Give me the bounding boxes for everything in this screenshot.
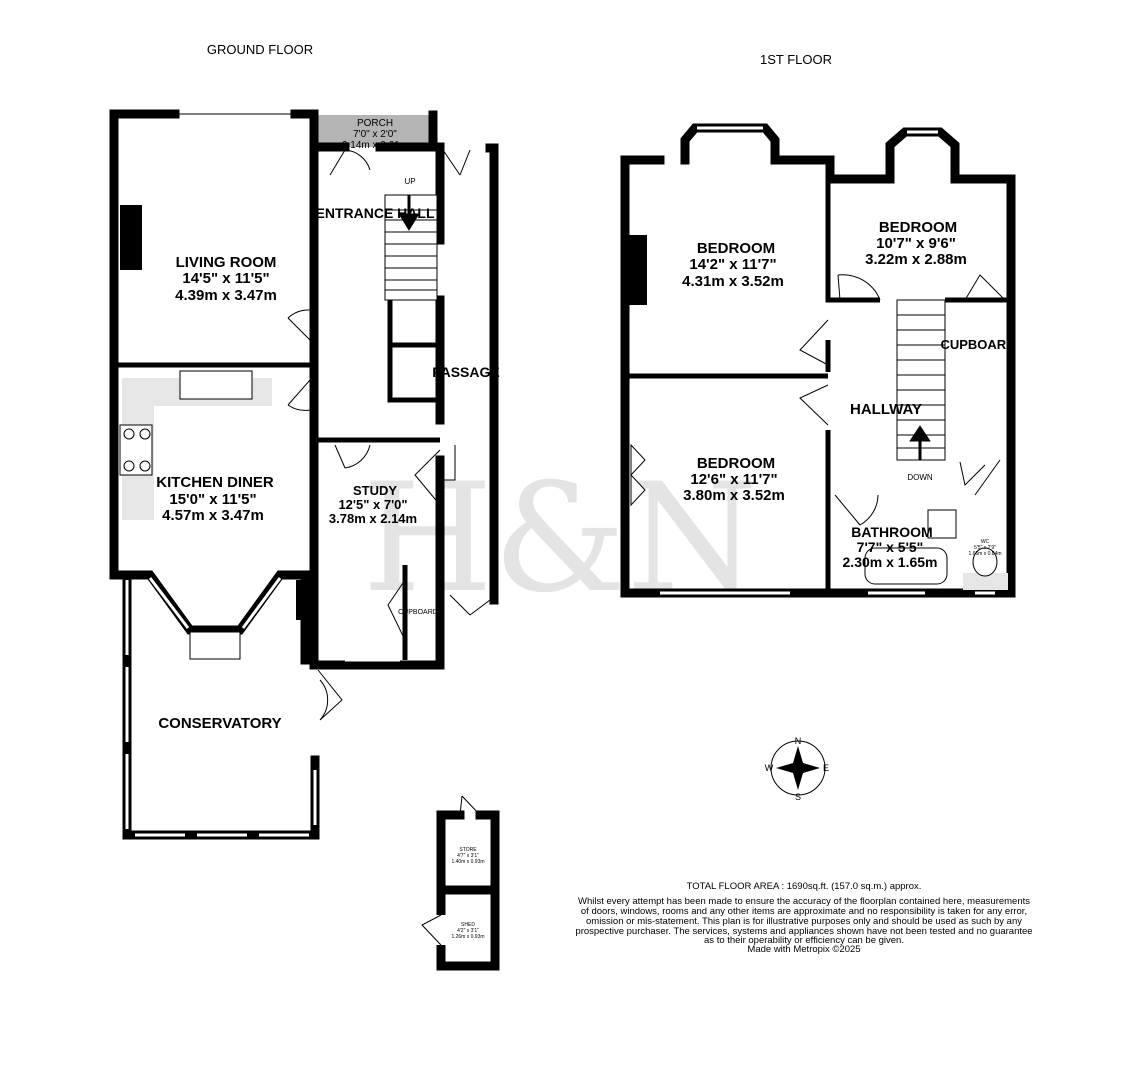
total-floor-area: TOTAL FLOOR AREA : 1690sq.ft. (157.0 sq.… bbox=[687, 881, 922, 892]
landing-cupboard-door[interactable] bbox=[959, 461, 986, 487]
cupboard-name: CUPBOARD bbox=[398, 609, 438, 616]
first-stairs-label: DOWN bbox=[907, 473, 933, 482]
store-shed-walls bbox=[436, 810, 500, 971]
basin-icon bbox=[927, 509, 957, 539]
bedroom1-name: BEDROOM bbox=[697, 240, 775, 257]
first-stairs bbox=[896, 299, 946, 461]
bedroom3-imperial: 12'6" x 11'7" bbox=[690, 471, 777, 488]
bedroom3-metric: 3.80m x 3.52m bbox=[683, 487, 785, 504]
bathroom-metric: 2.30m x 1.65m bbox=[843, 554, 938, 570]
cupboard-door[interactable] bbox=[964, 274, 1006, 301]
shed-imperial: 4'2" x 3'1" bbox=[457, 928, 479, 934]
study-metric: 3.78m x 2.14m bbox=[329, 511, 417, 526]
conservatory-name: CONSERVATORY bbox=[158, 715, 281, 732]
disclaimer-line: of doors, windows, rooms and any other i… bbox=[581, 906, 1027, 917]
porch-door[interactable] bbox=[329, 149, 371, 176]
living-room-imperial: 14'5" x 11'5" bbox=[182, 270, 269, 287]
compass-icon: N E S W bbox=[765, 736, 829, 802]
hallway-name: HALLWAY bbox=[850, 401, 922, 418]
store-metric: 1.40m x 0.93m bbox=[451, 859, 484, 865]
wc-metric: 1.66m x 0.84m bbox=[968, 551, 1001, 557]
porch-name: PORCH bbox=[357, 118, 393, 129]
cupboard-name: CUPBOARD bbox=[940, 337, 1015, 352]
bedroom2-name: BEDROOM bbox=[879, 219, 957, 236]
hob-icon bbox=[119, 424, 153, 476]
wc-name: WC bbox=[981, 539, 990, 545]
study-imperial: 12'5" x 7'0" bbox=[338, 497, 407, 512]
bedroom1-imperial: 14'2" x 11'7" bbox=[689, 256, 776, 273]
porch-imperial: 7'0" x 2'0" bbox=[353, 129, 397, 140]
bedroom1-metric: 4.31m x 3.52m bbox=[682, 273, 784, 290]
kitchen-name: KITCHEN DINER bbox=[156, 474, 274, 491]
disclaimer-line: as to their operability or efficiency ca… bbox=[704, 935, 904, 946]
disclaimer-line: omission or mis-statement. This plan is … bbox=[586, 916, 1022, 927]
living-room-door[interactable] bbox=[287, 309, 311, 341]
ground-stairs-label: UP bbox=[404, 177, 415, 186]
toilet-icon bbox=[972, 547, 998, 577]
conservatory-walls bbox=[122, 570, 320, 840]
compass-south: S bbox=[795, 792, 801, 802]
cupboard-door[interactable] bbox=[387, 579, 406, 641]
kitchen-metric: 4.57m x 3.47m bbox=[162, 507, 264, 524]
bathroom-name: BATHROOM bbox=[851, 524, 932, 540]
shed-name: SHED bbox=[461, 922, 475, 928]
study-name: STUDY bbox=[353, 483, 397, 498]
bedroom2-door[interactable] bbox=[837, 274, 881, 301]
passage-exit-door[interactable] bbox=[449, 594, 491, 616]
bathroom-imperial: 7'7" x 5'5" bbox=[857, 539, 924, 555]
bedroom1-door[interactable] bbox=[799, 319, 829, 366]
ground-stairs bbox=[384, 194, 438, 301]
first-floor-title: 1ST FLOOR bbox=[760, 52, 832, 67]
disclaimer-line: prospective purchaser. The services, sys… bbox=[575, 926, 1032, 937]
passage-name: PASSAGE bbox=[432, 364, 499, 380]
entrance-hall-name: ENTRANCE HALL bbox=[316, 205, 435, 221]
disclaimer-line: Whilst every attempt has been made to en… bbox=[578, 896, 1030, 907]
compass-north: N bbox=[795, 736, 802, 746]
living-room-metric: 4.39m x 3.47m bbox=[175, 287, 277, 304]
shed-metric: 1.26m x 0.93m bbox=[451, 934, 484, 940]
sink-icon bbox=[179, 370, 253, 400]
compass-east: E bbox=[823, 763, 829, 773]
bedroom3-door[interactable] bbox=[799, 384, 829, 426]
wc-imperial: 5'5" x 2'9" bbox=[974, 545, 996, 551]
bedroom2-metric: 3.22m x 2.88m bbox=[865, 251, 967, 268]
ground-floor-title: GROUND FLOOR bbox=[207, 42, 313, 57]
passage-entrance-door[interactable] bbox=[442, 149, 471, 176]
porch-metric: 2.14m x 0.61m bbox=[342, 140, 408, 151]
ground-floor-plan bbox=[109, 109, 500, 971]
bathroom-door[interactable] bbox=[834, 494, 879, 526]
passage-door[interactable] bbox=[414, 445, 456, 506]
store-imperial: 4'7" x 3'1" bbox=[457, 853, 479, 859]
kitchen-door[interactable] bbox=[287, 379, 311, 411]
bedroom3-name: BEDROOM bbox=[697, 455, 775, 472]
credit: Made with Metropix ©2025 bbox=[747, 944, 860, 955]
living-room-name: LIVING ROOM bbox=[176, 254, 277, 271]
kitchen-imperial: 15'0" x 11'5" bbox=[169, 491, 256, 508]
store-name: STORE bbox=[459, 847, 477, 853]
wc-door[interactable] bbox=[974, 459, 1001, 496]
first-floor-plan bbox=[620, 123, 1016, 598]
bedroom2-imperial: 10'7" x 9'6" bbox=[876, 235, 956, 252]
bath-icon bbox=[864, 547, 948, 585]
study-door[interactable] bbox=[334, 444, 371, 469]
compass-west: W bbox=[765, 763, 774, 773]
conservatory-door[interactable] bbox=[317, 669, 343, 721]
porch-area bbox=[318, 115, 435, 147]
